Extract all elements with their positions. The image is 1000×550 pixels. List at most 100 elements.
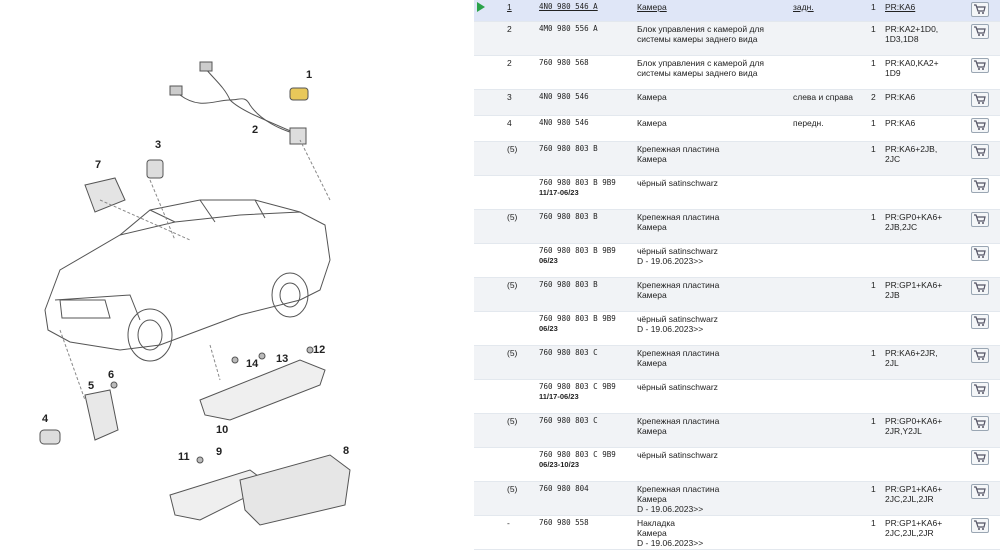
callout-14: 14 [246,358,259,370]
part-number[interactable]: 4N0 980 546 [536,115,634,142]
add-to-cart-icon[interactable] [971,279,989,295]
add-to-cart-cell[interactable] [960,115,1000,142]
part-number-text[interactable]: 760 980 803 B [539,279,598,289]
part-number-text[interactable]: 760 980 803 C [539,415,598,425]
part-number[interactable]: 4N0 980 546 A [536,0,634,23]
spacer-cell [868,379,882,414]
part-number-text[interactable]: 760 980 803 C [539,347,598,357]
part-number-text[interactable]: 4N0 980 546 [539,117,589,127]
part-number-text[interactable]: 760 980 803 C 9B9 [539,381,616,391]
add-to-cart-cell[interactable] [960,21,1000,57]
part-number-text[interactable]: 4N0 980 546 A [539,2,598,11]
part-number-text[interactable]: 760 980 803 B [539,211,598,221]
add-to-cart-cell[interactable] [960,515,1000,550]
add-to-cart-icon[interactable] [971,24,989,40]
add-to-cart-cell[interactable] [960,55,1000,91]
callout-4: 4 [42,413,49,425]
part-number-text[interactable]: 760 980 803 B [539,143,598,153]
row-pointer-cell [474,515,504,550]
part-number-text[interactable]: 760 980 558 [539,517,589,527]
add-to-cart-icon[interactable] [971,483,989,499]
part-number[interactable]: 760 980 803 C [536,345,634,380]
part-number-text[interactable]: 4M0 980 556 A [539,24,598,34]
add-to-cart-cell[interactable] [960,0,1000,23]
add-to-cart-cell[interactable] [960,481,1000,516]
add-to-cart-icon[interactable] [971,58,989,74]
part-number[interactable]: 760 980 803 B [536,277,634,312]
add-to-cart-icon[interactable] [971,2,989,17]
add-to-cart-icon[interactable] [971,117,989,133]
part-number[interactable]: 760 980 803 C [536,413,634,448]
add-to-cart-icon[interactable] [971,415,989,431]
add-to-cart-icon[interactable] [971,92,989,108]
part-number-text[interactable]: 760 980 803 B 9B9 [539,177,616,187]
add-to-cart-cell[interactable] [960,311,1000,346]
part-number-text[interactable]: 760 980 803 B 9B9 [539,245,616,255]
part-number[interactable]: 760 980 568 [536,55,634,91]
add-to-cart-icon[interactable] [971,245,989,261]
part-number-text[interactable]: 760 980 803 C 9B9 [539,449,616,459]
description-line: Камера [637,153,667,164]
part-number-text[interactable]: 760 980 568 [539,58,589,68]
add-to-cart-cell[interactable] [960,175,1000,210]
add-to-cart-cell[interactable] [960,243,1000,278]
part-number-text[interactable]: 4N0 980 546 [539,92,589,102]
add-to-cart-icon[interactable] [971,313,989,329]
part-number[interactable]: 4M0 980 556 A [536,21,634,57]
position-number: 4 [504,115,536,142]
add-to-cart-cell[interactable] [960,447,1000,482]
part-description: чёрный satinschwarz [634,379,790,414]
add-to-cart-cell[interactable] [960,89,1000,116]
add-to-cart-icon[interactable] [971,517,989,533]
callout-12: 12 [313,344,325,356]
add-to-cart-cell[interactable] [960,345,1000,380]
description-line: D - 19.06.2023>> [637,255,704,266]
add-to-cart-cell[interactable] [960,277,1000,312]
part-number[interactable]: 760 980 803 B [536,141,634,176]
position-number: 1 [504,0,536,23]
add-to-cart-icon[interactable] [971,347,989,363]
add-to-cart-icon[interactable] [971,177,989,193]
model-code: PR:GP1+KA6+2JC,2JL,2JR [882,481,960,516]
add-to-cart-icon[interactable] [971,143,989,159]
part-number-text[interactable]: 760 980 804 [539,483,589,493]
part-number[interactable]: 760 980 558 [536,515,634,550]
description-line: Камера [637,289,667,300]
add-to-cart-icon[interactable] [971,449,989,465]
add-to-cart-cell[interactable] [960,209,1000,244]
part-number-text[interactable]: 760 980 803 B 9B9 [539,313,616,323]
part-number[interactable]: 760 980 803 B [536,209,634,244]
add-to-cart-cell[interactable] [960,141,1000,176]
add-to-cart-icon[interactable] [971,211,989,227]
add-to-cart-cell[interactable] [960,379,1000,414]
part-number[interactable]: 760 980 804 [536,481,634,516]
part-number[interactable]: 4N0 980 546 [536,89,634,116]
add-to-cart-icon[interactable] [971,381,989,397]
add-to-cart-cell[interactable] [960,413,1000,448]
position-number: 3 [504,89,536,116]
